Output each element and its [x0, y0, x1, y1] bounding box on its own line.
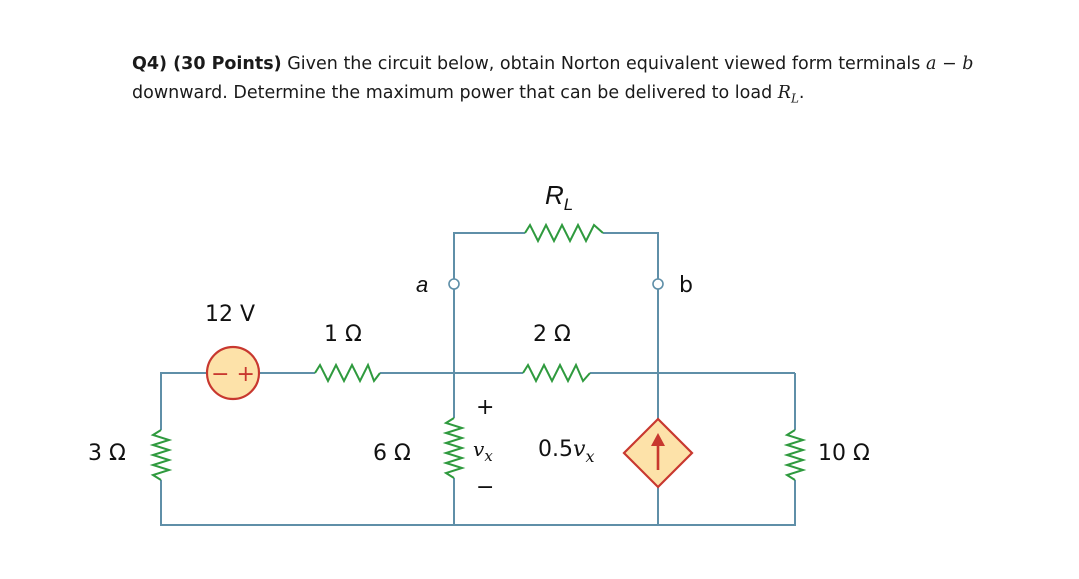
question-body-1: Given the circuit below, obtain Norton e…: [281, 54, 926, 74]
r6-label: 6 Ω: [373, 441, 411, 466]
dependent-current-source: [622, 417, 694, 489]
load-subscript: L: [790, 91, 799, 106]
r1-label: 1 Ω: [324, 322, 362, 347]
wire-left-top: [160, 372, 207, 430]
question-end: .: [798, 83, 805, 103]
wires: [160, 232, 796, 526]
vx-plus-sign: +: [476, 395, 494, 420]
resistor-rl: [524, 222, 604, 244]
wire-rl-left: [453, 232, 525, 279]
r3-label: 3 Ω: [88, 441, 126, 466]
resistor-1-ohm: [314, 362, 381, 384]
resistor-2-ohm: [522, 362, 591, 384]
voltage-source-polarity: − +: [211, 362, 255, 387]
question-label: Q4) (30 Points): [132, 54, 282, 74]
terminal-a-label: a: [416, 272, 428, 297]
terminal-a-node: [448, 278, 460, 290]
source-12v-label: 12 V: [205, 302, 255, 327]
question-body-2: downward. Determine the maximum power th…: [132, 83, 778, 103]
voltage-source-12v: − +: [205, 345, 261, 401]
load-symbol: R: [777, 83, 791, 103]
vx-minus-sign: −: [476, 475, 494, 500]
r2-label: 2 Ω: [533, 322, 571, 347]
resistor-6-ohm: [442, 417, 466, 479]
vx-label: vx: [473, 437, 493, 465]
question-line-2: downward. Determine the maximum power th…: [132, 79, 1032, 114]
rl-label: RL: [545, 180, 573, 214]
wire-bottom: [160, 480, 796, 526]
question-line-1: Q4) (30 Points) Given the circuit below,…: [132, 50, 1032, 79]
voltage-source-body: [205, 345, 261, 401]
dependent-source-label: 0.5vx: [538, 437, 594, 466]
wire-rl-right: [603, 232, 659, 279]
question-text: Q4) (30 Points) Given the circuit below,…: [132, 50, 1032, 114]
terminals-math: a − b: [925, 54, 974, 74]
r10-label: 10 Ω: [818, 441, 870, 466]
arrow-head-icon: [651, 433, 665, 446]
terminal-b-label: b: [679, 273, 693, 298]
resistor-3-ohm: [149, 429, 173, 481]
resistor-10-ohm: [783, 429, 807, 481]
load-math: RL: [777, 83, 799, 106]
terminal-b-node: [652, 278, 664, 290]
